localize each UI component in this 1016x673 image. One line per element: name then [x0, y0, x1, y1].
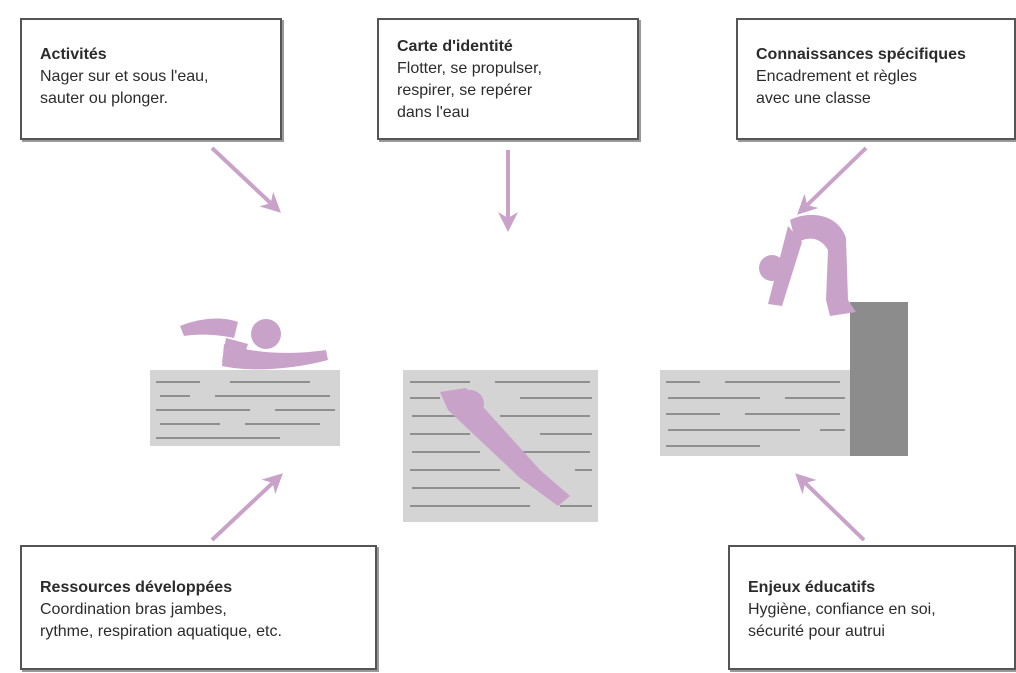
- jump-scene: [660, 215, 908, 456]
- jumper-icon: [759, 215, 856, 316]
- diving-block-icon: [850, 302, 908, 456]
- arrow-enjeux: [798, 476, 864, 540]
- arrow-connaissances: [800, 148, 866, 212]
- surface-swim-scene: [150, 319, 340, 446]
- swimmer-icon: [180, 319, 328, 370]
- arrow-ressources: [212, 476, 280, 540]
- underwater-scene: [403, 370, 598, 522]
- arrow-activites: [212, 148, 278, 210]
